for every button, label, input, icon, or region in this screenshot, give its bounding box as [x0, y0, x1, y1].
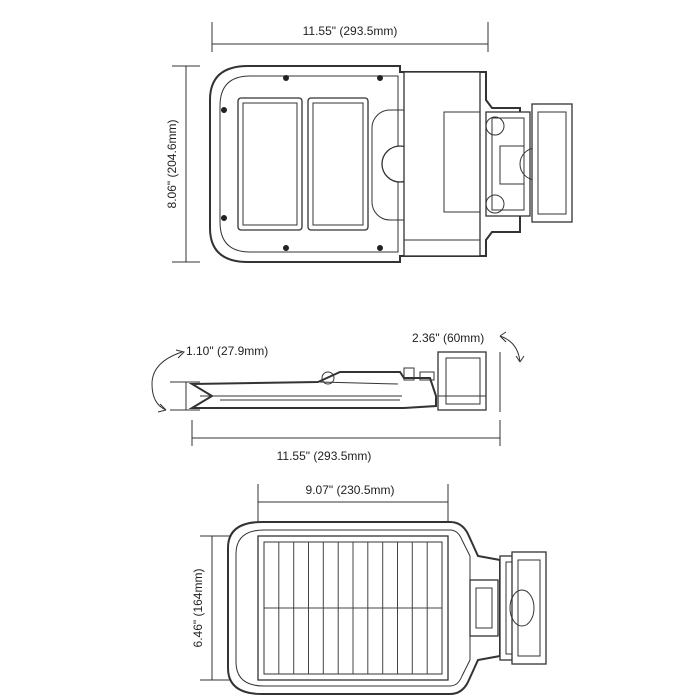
bottom-pole-clamp [511, 551, 547, 665]
side-view: 1.10" (27.9mm) 2.36" (60mm) 11.55" (293.… [151, 331, 525, 463]
top-width-label: 11.55" (293.5mm) [303, 24, 398, 38]
side-thickness-dimension: 1.10" (27.9mm) [151, 344, 268, 413]
panel-width-label: 9.07" (230.5mm) [306, 483, 395, 497]
side-thickness-label: 1.10" (27.9mm) [186, 344, 268, 358]
top-window-left [237, 97, 303, 231]
top-bracket [485, 111, 531, 217]
panel-height-dimension: 6.46" (164mm) [191, 535, 248, 681]
side-length-dimension: 11.55" (293.5mm) [191, 420, 501, 463]
top-height-dimension: 8.06" (204.6mm) [165, 65, 200, 263]
panel-width-dimension: 9.07" (230.5mm) [257, 483, 449, 530]
side-length-label: 11.55" (293.5mm) [277, 449, 372, 463]
side-housing [188, 371, 437, 409]
solar-panel-grid [257, 535, 449, 681]
side-bracket-dimension: 2.36" (60mm) [412, 331, 525, 412]
bottom-view: 9.07" (230.5mm) 6.46" (164mm) [191, 483, 547, 695]
top-height-label: 8.06" (204.6mm) [165, 120, 179, 209]
top-window-right [307, 97, 369, 231]
side-bracket-label: 2.36" (60mm) [412, 331, 484, 345]
top-width-dimension: 11.55" (293.5mm) [211, 22, 489, 52]
top-view: 11.55" (293.5mm) 8.06" (204.6mm) [165, 22, 573, 263]
top-pole-clamp [531, 103, 573, 223]
side-bracket [437, 351, 487, 411]
panel-height-label: 6.46" (164mm) [191, 569, 205, 648]
